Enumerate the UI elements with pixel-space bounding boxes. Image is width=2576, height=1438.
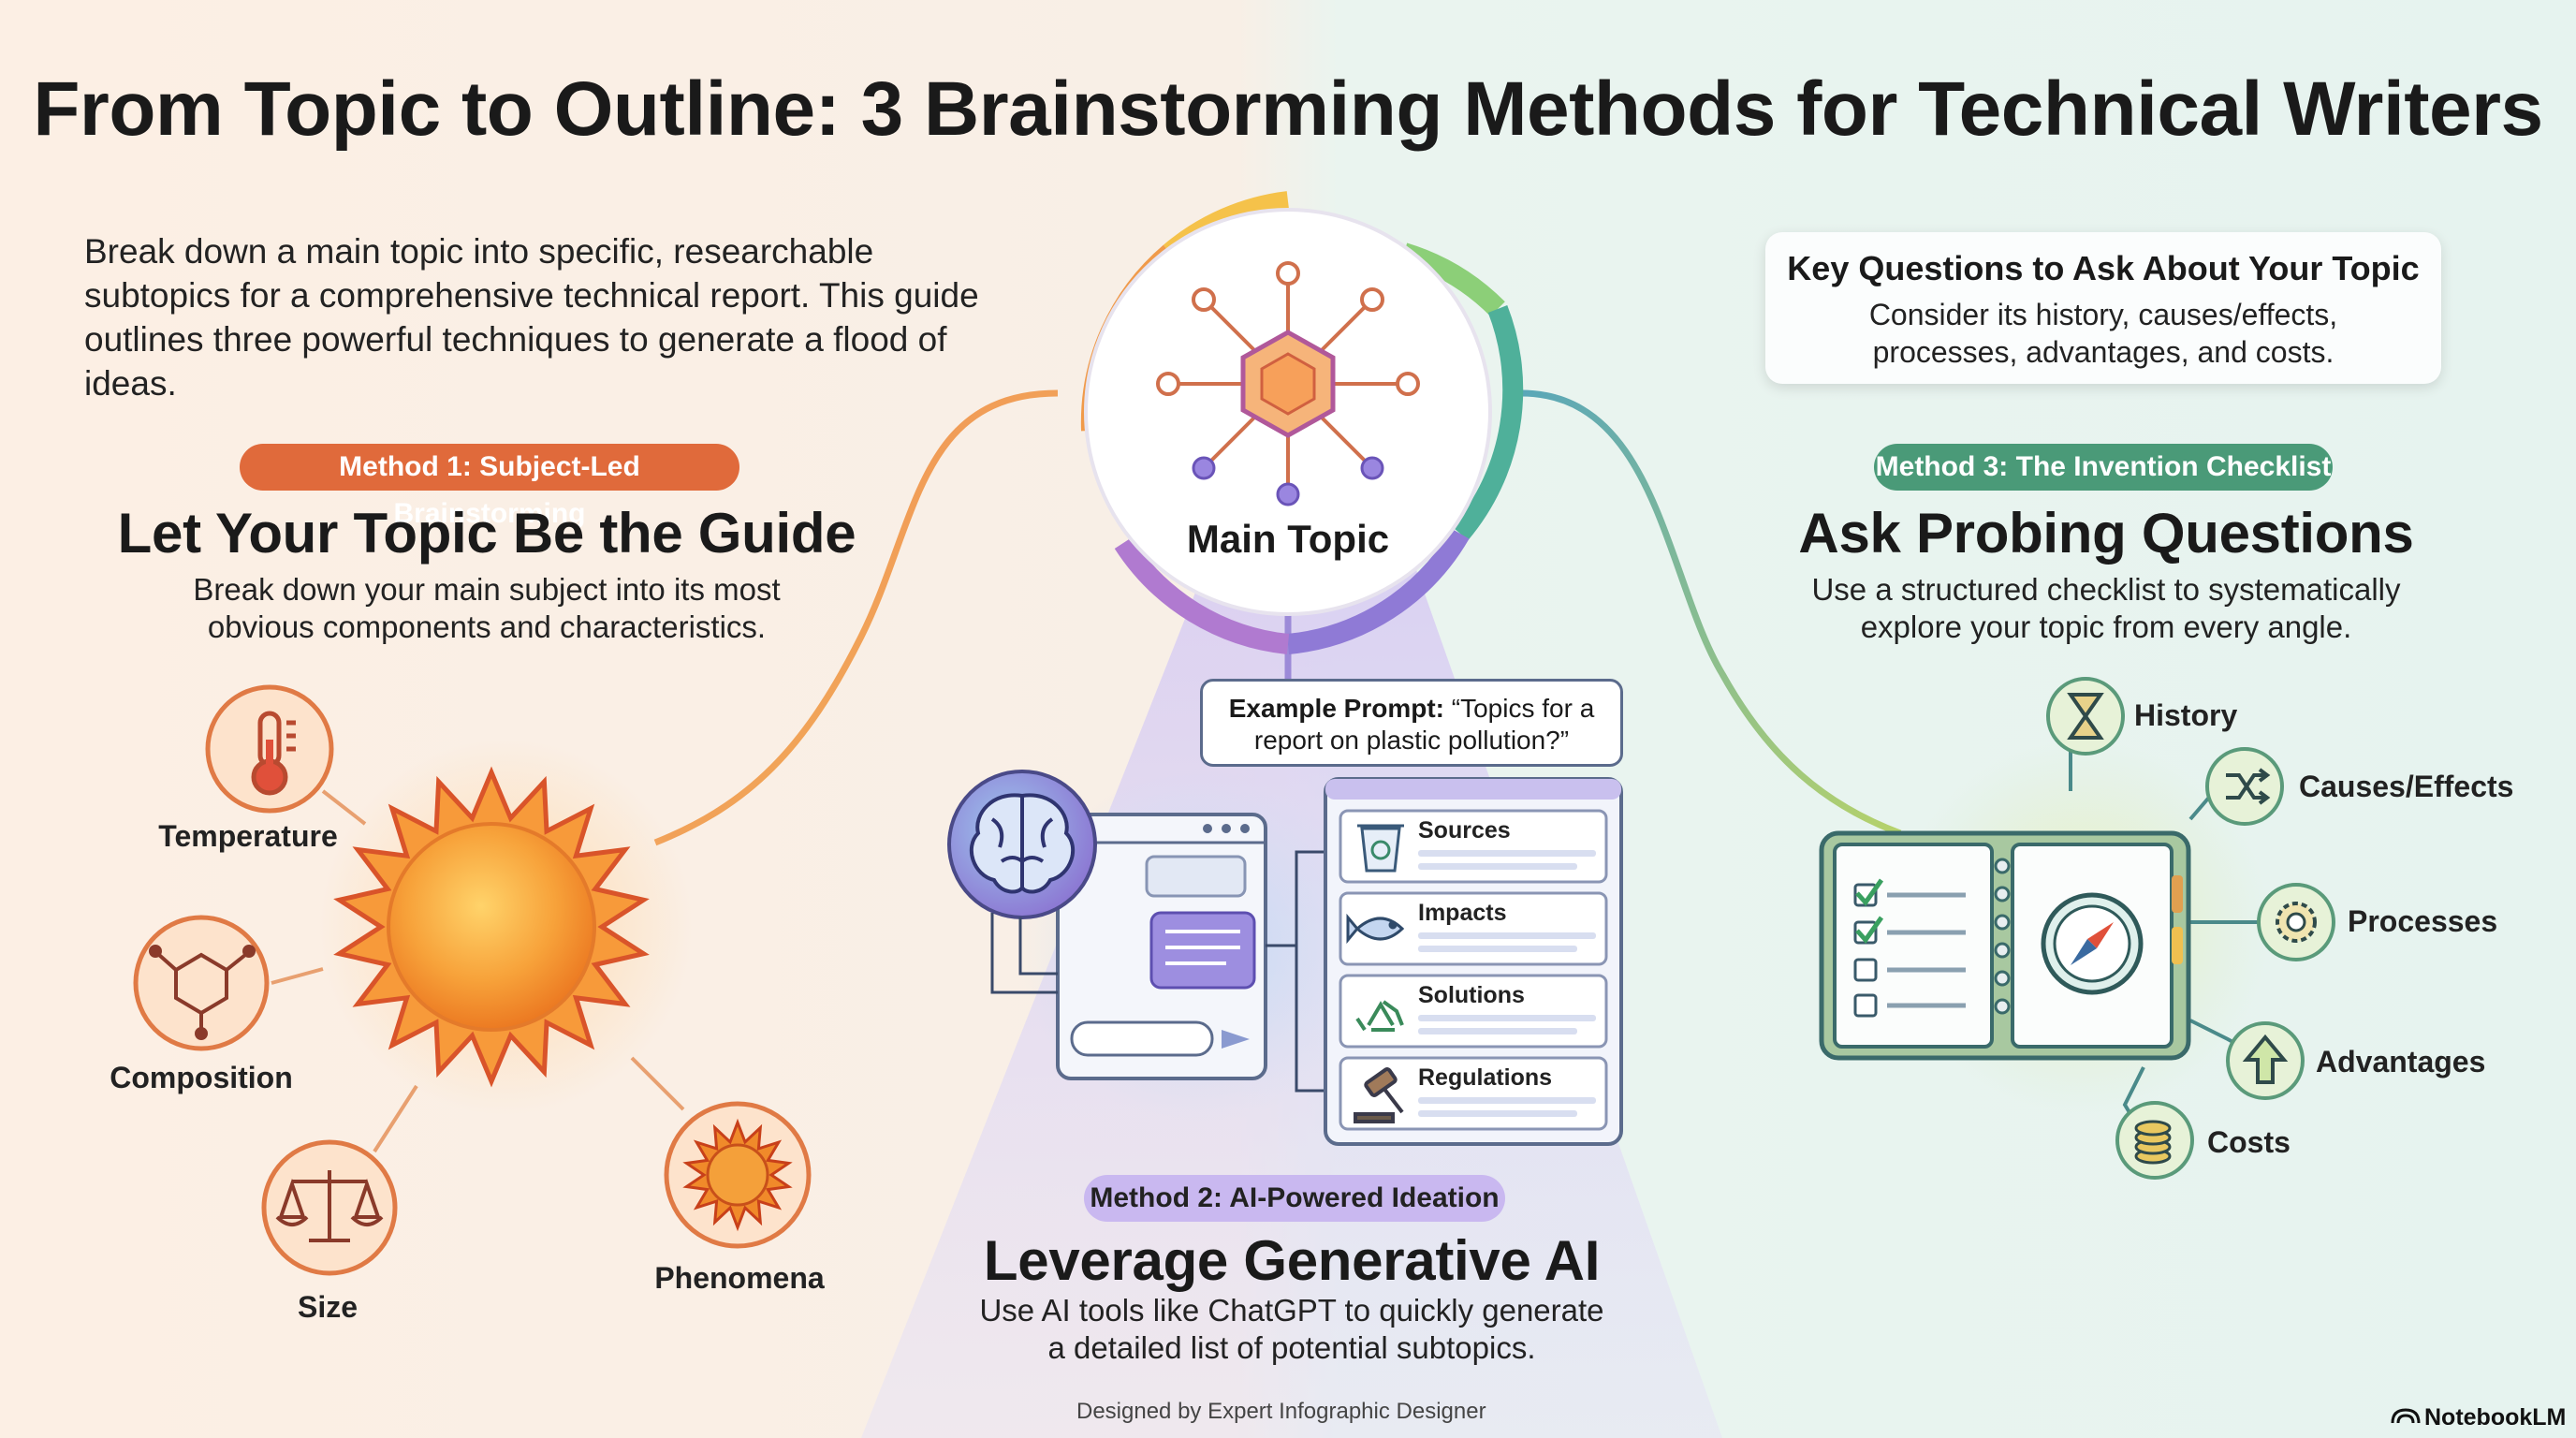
shuffle-icon: [2226, 768, 2271, 805]
checklist-icon: [1853, 878, 1966, 1018]
arrow-up-icon: [2242, 1034, 2289, 1084]
method1-description: Break down your main subject into its mo…: [193, 572, 781, 644]
method3-description: Use a structured checklist to systematic…: [1811, 572, 2401, 644]
molecule-icon: [149, 945, 256, 1040]
node-history-label: History: [2134, 698, 2238, 732]
node-size-label: Size: [297, 1290, 359, 1324]
gear-icon: [2276, 902, 2317, 943]
node-phenomena-label: Phenomena: [654, 1261, 825, 1295]
method3-pill: Method 3: The Invention Checklist: [1874, 444, 2333, 491]
brain-icon: [969, 793, 1076, 894]
brand-text: NotebookLM: [2424, 1404, 2567, 1431]
node-composition-label: Composition: [110, 1061, 293, 1094]
node-causes-effects-label: Causes/Effects: [2299, 770, 2514, 803]
card-impacts-label: Impacts: [1418, 900, 1507, 926]
page-title: From Topic to Outline: 3 Brainstorming M…: [33, 66, 2543, 152]
method1-pill: Method 1: Subject-Led Brainstorming: [240, 444, 739, 529]
footer-credit: Designed by Expert Infographic Designer: [1076, 1399, 1486, 1424]
method2-pill: Method 2: AI-Powered Ideation: [1084, 1175, 1505, 1222]
node-temperature-label: Temperature: [158, 819, 338, 853]
example-prompt-text: “Topics for a report on plastic pollutio…: [1253, 694, 1595, 755]
card-solutions-label: Solutions: [1418, 982, 1525, 1008]
coins-icon: [2134, 1120, 2172, 1165]
sun-icon: [333, 766, 650, 1088]
fish-icon: [1346, 913, 1405, 945]
node-advantages-label: Advantages: [2316, 1045, 2486, 1078]
node-costs-label: Costs: [2207, 1125, 2291, 1159]
flare-icon: [682, 1118, 793, 1232]
card-regulations-label: Regulations: [1418, 1064, 1553, 1091]
example-prompt-label: Example Prompt:: [1228, 694, 1444, 723]
key-questions-box: Key Questions to Ask About Your Topic Co…: [1765, 232, 2441, 384]
card-sources-label: Sources: [1418, 817, 1511, 844]
brand-label: NotebookLM: [2387, 1404, 2566, 1431]
node-processes-label: Processes: [2348, 904, 2498, 938]
method2-heading: Leverage Generative AI: [983, 1229, 1601, 1292]
method2-description: Use AI tools like ChatGPT to quickly gen…: [979, 1293, 1604, 1365]
compass-icon: [2041, 892, 2144, 995]
thermometer-icon: [251, 711, 296, 796]
recycle-bin-icon: [1357, 824, 1404, 873]
recycle-icon: [1355, 1000, 1404, 1032]
gavel-icon: [1354, 1067, 1404, 1123]
hourglass-icon: [2067, 693, 2104, 740]
method1-heading: Let Your Topic Be the Guide: [117, 502, 856, 565]
scales-icon: [275, 1170, 384, 1242]
key-questions-text: Consider its history, causes/effects, pr…: [1868, 298, 2338, 369]
example-prompt-bubble: Example Prompt: “Topics for a report on …: [1200, 679, 1623, 767]
main-topic-label: Main Topic: [1186, 517, 1390, 561]
intro-text: Break down a main topic into specific, r…: [84, 232, 979, 403]
key-questions-heading: Key Questions to Ask About Your Topic: [1787, 249, 2420, 287]
method3-heading: Ask Probing Questions: [1798, 502, 2414, 565]
network-icon: [1156, 261, 1420, 506]
notebooklm-logo-icon: [2391, 1408, 2421, 1424]
